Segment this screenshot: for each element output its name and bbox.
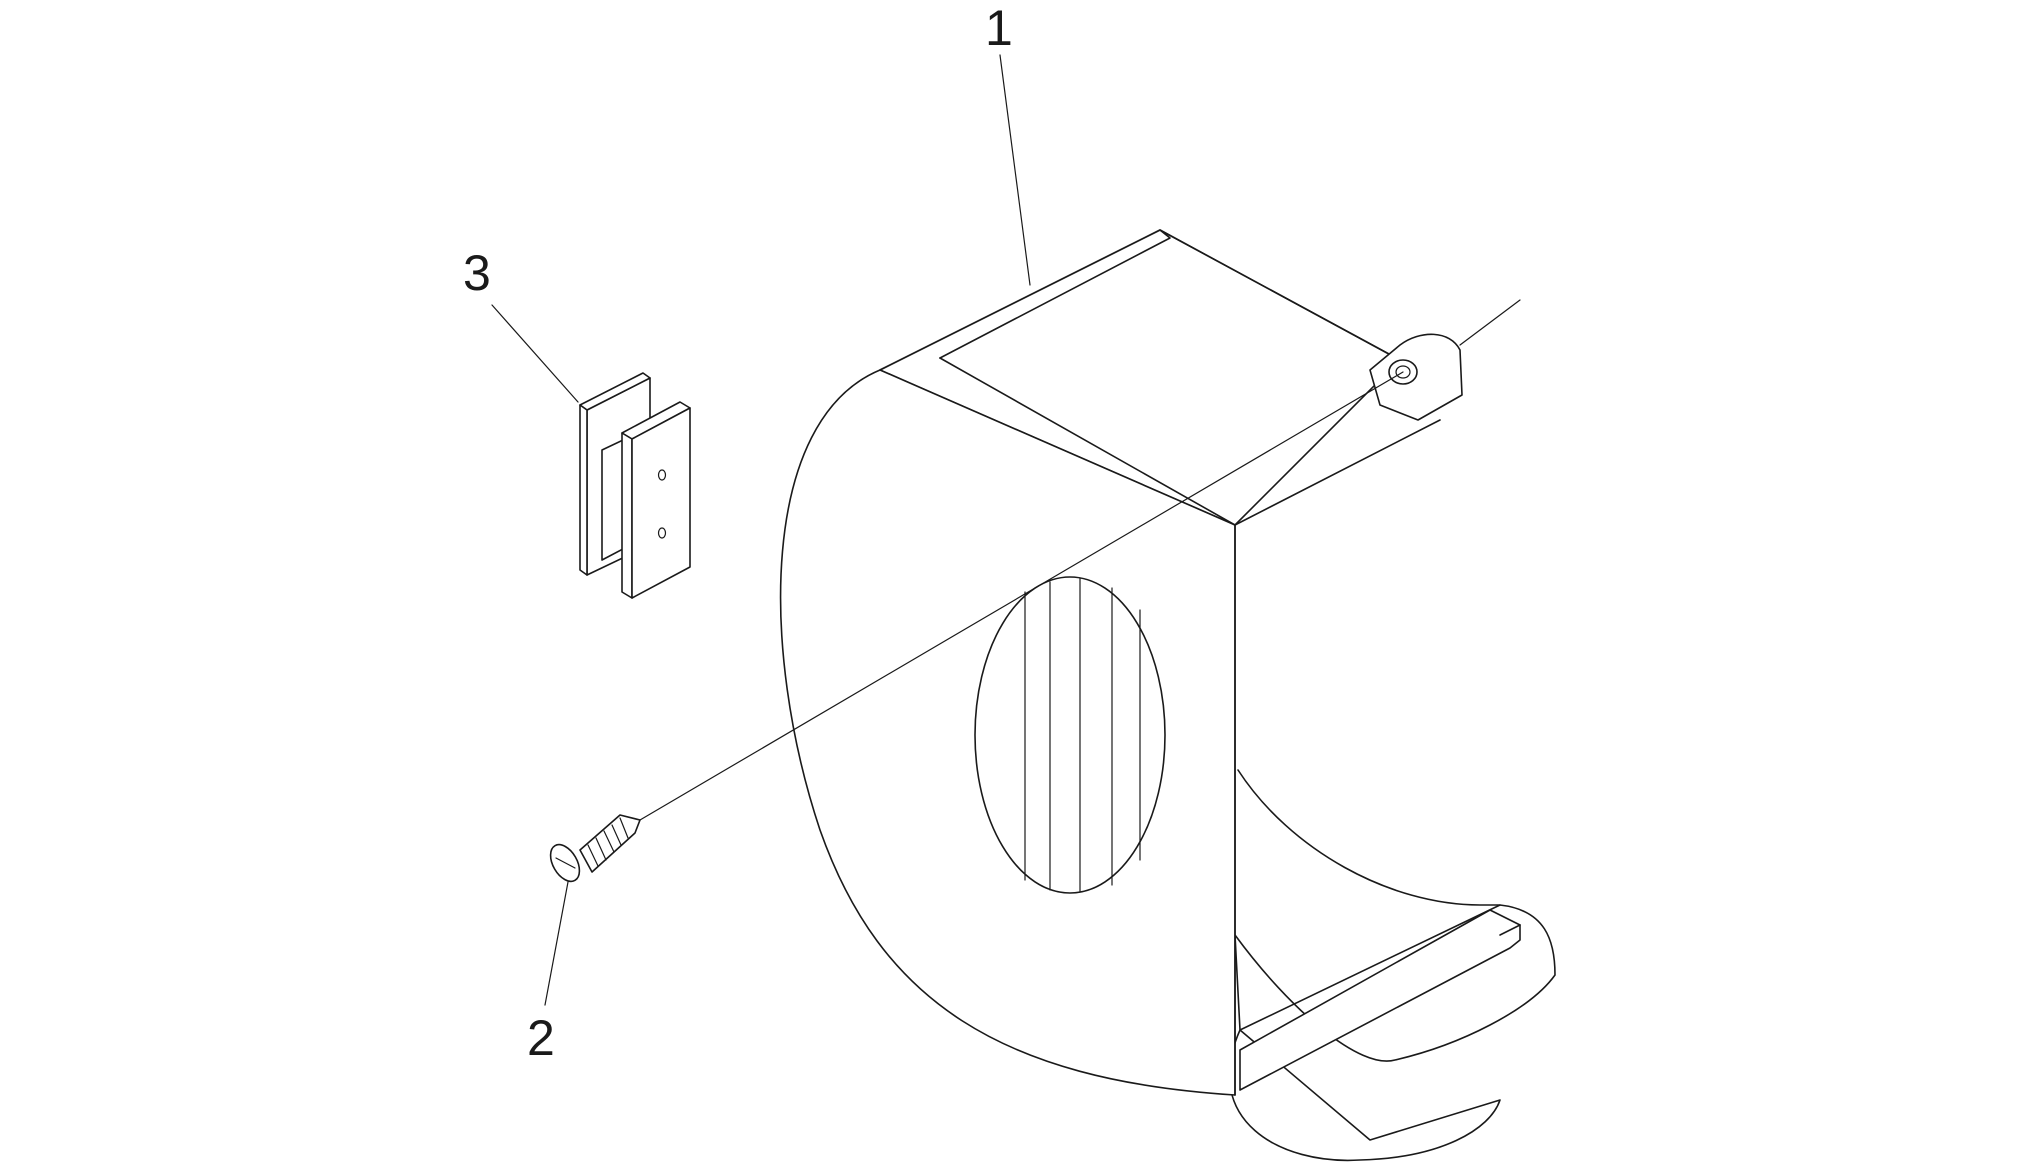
- housing-slats: [1024, 577, 1141, 893]
- clip-front-plate: [631, 407, 691, 599]
- leader-line-3: [491, 304, 579, 403]
- housing-center-opening: [974, 576, 1166, 894]
- housing-lower-rail-slot: [1499, 924, 1521, 936]
- housing-lower-rail: [1239, 909, 1521, 1091]
- housing-inner-sweep: [1237, 769, 1501, 906]
- housing-part: [779, 229, 1556, 1162]
- clip-hole-upper: [657, 469, 667, 481]
- housing-upper-rail: [1234, 419, 1441, 526]
- callout-label-1: 1: [985, 0, 1013, 56]
- housing-rear-lobe: [1228, 1029, 1501, 1162]
- leader-line-2: [544, 881, 569, 1006]
- clip-block-part: [579, 372, 691, 599]
- housing-top-band: [879, 229, 1171, 371]
- housing-top-back-edge: [1159, 229, 1401, 361]
- screw-head-slot: [555, 857, 576, 869]
- clip-back-plate-edge: [579, 404, 588, 576]
- housing-top-front-edge: [939, 357, 1236, 526]
- clip-hole-lower: [657, 527, 667, 539]
- leader-line-1: [999, 54, 1031, 286]
- screw-threads: [587, 817, 629, 867]
- screw-part: [549, 814, 641, 883]
- housing-mount-hole-inner: [1395, 365, 1411, 379]
- assembly-axis-line: [639, 299, 1521, 821]
- callout-label-3: 3: [463, 245, 491, 301]
- callout-label-2: 2: [527, 1010, 555, 1066]
- clip-front-plate-edge: [621, 432, 633, 599]
